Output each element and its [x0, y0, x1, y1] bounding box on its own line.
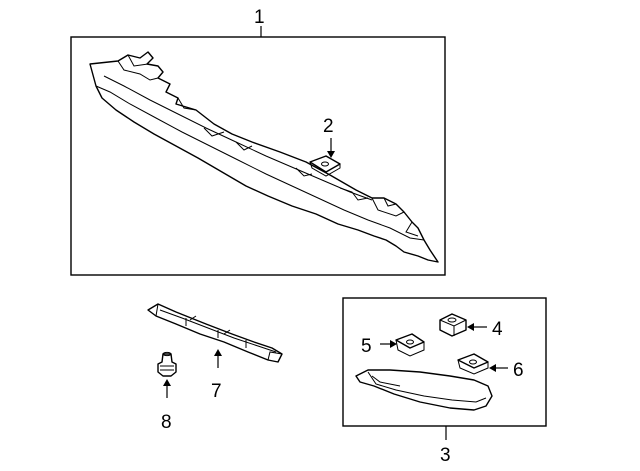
- bezel-cover-part: [355, 369, 493, 411]
- assembly-1-frame: [70, 36, 446, 276]
- clip-part-6: [457, 353, 489, 375]
- clip-part-2: [309, 155, 341, 177]
- callout-1-label: 1: [254, 7, 265, 28]
- callout-2-label: 2: [323, 116, 334, 137]
- callout-4-label: 4: [492, 319, 503, 340]
- callout-3-label: 3: [440, 445, 451, 466]
- callout-6-label: 6: [513, 360, 524, 381]
- strip-part-7: [147, 303, 283, 363]
- clip-part-5: [395, 333, 425, 357]
- clip-part-4: [439, 313, 467, 337]
- assembly-3-frame: [342, 297, 547, 427]
- callout-5-label: 5: [361, 336, 372, 357]
- callout-8-label: 8: [161, 412, 172, 433]
- callout-7-label: 7: [211, 381, 222, 402]
- main-bracket-part: [89, 51, 439, 263]
- push-pin-part-8: [157, 351, 177, 377]
